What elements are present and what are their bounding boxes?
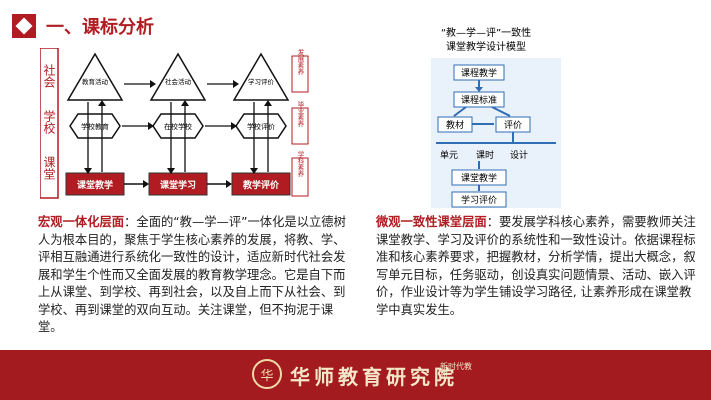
node-evaluation: 评价 [504,120,522,131]
col3-middle-label: 学校评价 [247,122,275,131]
diamond-bullet-icon [12,14,36,38]
micro-lead: 微观一致性课堂层面 [376,215,487,229]
col1-middle-label: 学校教育 [81,122,109,131]
macro-body: ：全面的“教—学—评”一体化是以立德树人为根本目的，聚焦于学生核心素养的发展，将… [38,215,346,334]
node-course: 课程教学 [461,67,497,79]
col3-top-label: 学习评价 [248,77,275,86]
node-unit: 单元 [440,149,458,161]
side-label-3: 学科素养 [296,150,304,179]
node-standard: 课程标准 [461,94,497,106]
micro-paragraph: 微观一致性课堂层面：要发展学科核心素养，需要教师关注课堂教学、学习及评价的系统性… [376,214,696,319]
col2-top-label: 社会活动 [165,77,192,86]
node-classroom: 课堂教学 [461,172,497,184]
node-design: 设计 [510,149,528,161]
col3-bottom-label: 教学评价 [242,179,280,191]
side-label-1: 发展素养 [296,48,304,76]
col2-bottom-label: 课堂学习 [160,179,196,191]
model-title-line1: “教—学—评”一致性 [441,26,531,39]
macro-integration-diagram: 社会 学校 课堂 教育活动 学校教育 课堂教学 社会活动 在校学校 课堂学习 学… [40,48,309,199]
footer-bar: 华 华师教育研究院 新时代教研 [0,350,711,400]
node-textbook: 教材 [446,119,464,131]
model-title-line2: 课堂教学设计模型 [446,40,526,53]
node-learn-eval: 学习评价 [461,194,497,206]
row-label-school: 学校 [42,109,56,134]
institute-name: 华师教育研究院 [290,365,458,389]
consistency-model-diagram: “教—学—评”一致性 课堂教学设计模型 课程教学 课程标准 教材 评价 单元 课… [431,26,561,208]
col2-middle-label: 在校学校 [164,122,192,131]
micro-body: ：要发展学科核心素养，需要教师关注课堂教学、学习及评价的系统性和一致性设计。依据… [376,215,696,317]
col1-bottom-label: 课堂教学 [77,179,113,191]
slide-title: 一、课标分析 [46,17,154,38]
macro-lead: 宏观一体化层面 [38,215,125,229]
col1-top-label: 教育活动 [82,77,109,86]
macro-paragraph: 宏观一体化层面：全面的“教—学—评”一体化是以立德树人为根本目的，聚焦于学生核心… [38,214,354,337]
triangle-shape [66,52,124,101]
footer-seal: 新时代教研 [440,362,472,380]
row-label-society: 社会 [42,63,56,89]
row-label-classroom: 课堂 [42,156,56,180]
hexagon-shape [69,113,121,139]
node-lesson: 课时 [476,149,494,161]
institute-logo-icon: 华 [252,359,282,389]
side-label-2: 毕业素养 [296,100,304,129]
slide-title-bar: 一、课标分析 [12,12,154,40]
